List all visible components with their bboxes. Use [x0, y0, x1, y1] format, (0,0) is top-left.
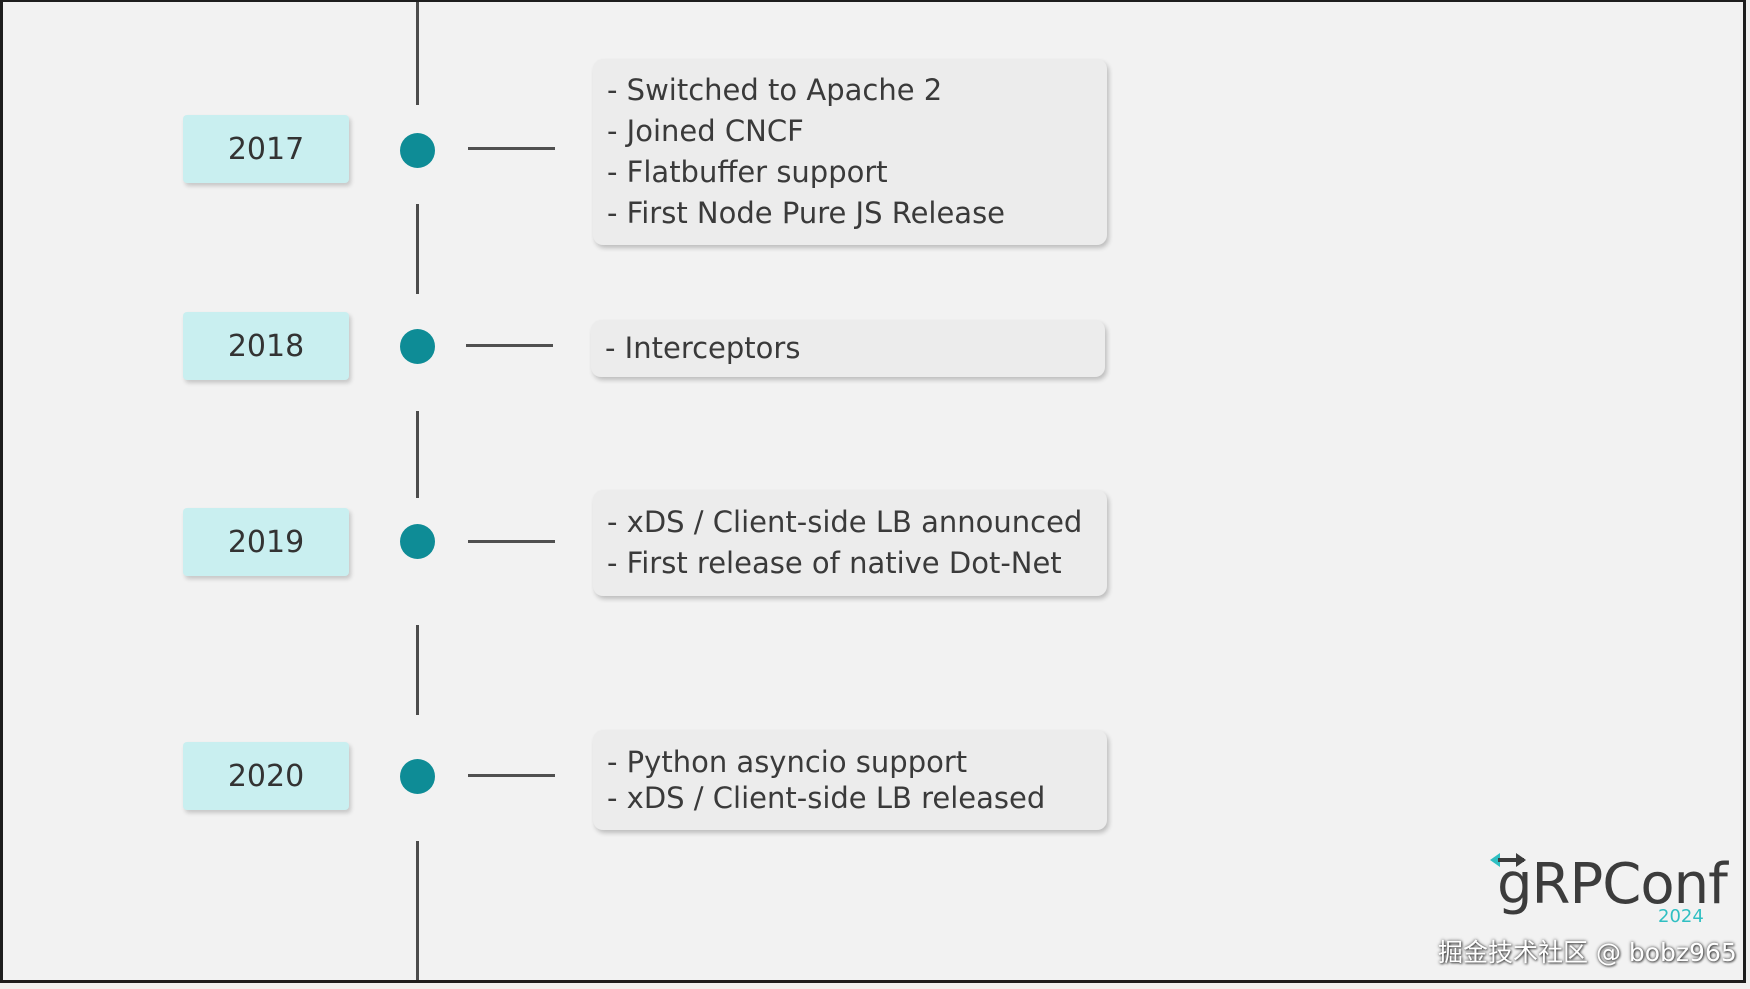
timeline-spine — [416, 841, 419, 980]
timeline-spine — [416, 204, 419, 294]
milestone-item: - Flatbuffer support — [607, 155, 888, 189]
year-label-2019: 2019 — [183, 508, 349, 576]
milestone-card-2017: - Switched to Apache 2 - Joined CNCF - F… — [593, 59, 1107, 245]
timeline-spine — [416, 625, 419, 715]
milestone-item: - Python asyncio support — [607, 745, 968, 779]
logo-name: gRPConf — [1497, 852, 1728, 917]
timeline-dot — [400, 133, 435, 168]
milestone-card-2018: - Interceptors — [591, 320, 1105, 377]
timeline-dot — [400, 329, 435, 364]
timeline-dot — [400, 759, 435, 794]
connector-line — [466, 344, 553, 347]
logo-year: 2024 — [1658, 906, 1704, 927]
milestone-item: - Switched to Apache 2 — [607, 73, 943, 107]
milestone-item: - Joined CNCF — [607, 114, 804, 148]
milestone-item: - xDS / Client-side LB announced — [607, 505, 1083, 539]
year-label-2017: 2017 — [183, 115, 349, 183]
milestone-item: - xDS / Client-side LB released — [607, 781, 1046, 815]
milestone-item: - Interceptors — [605, 331, 801, 365]
milestone-item: - First Node Pure JS Release — [607, 196, 1006, 230]
connector-line — [468, 147, 555, 150]
milestone-card-2020: - Python asyncio support - xDS / Client-… — [593, 730, 1107, 830]
milestone-item: - First release of native Dot-Net — [607, 546, 1062, 580]
watermark: 掘金技术社区 @ bobz965 — [1438, 938, 1737, 967]
milestone-card-2019: - xDS / Client-side LB announced - First… — [593, 490, 1107, 596]
connector-line — [468, 540, 555, 543]
timeline-dot — [400, 524, 435, 559]
timeline-spine — [416, 411, 419, 498]
year-label-2018: 2018 — [183, 312, 349, 380]
connector-line — [468, 774, 555, 777]
arrow-icon — [1490, 853, 1526, 867]
grpconf-logo: gRPConf 2024 — [1488, 852, 1728, 942]
year-label-2020: 2020 — [183, 742, 349, 810]
timeline-spine — [416, 2, 419, 105]
